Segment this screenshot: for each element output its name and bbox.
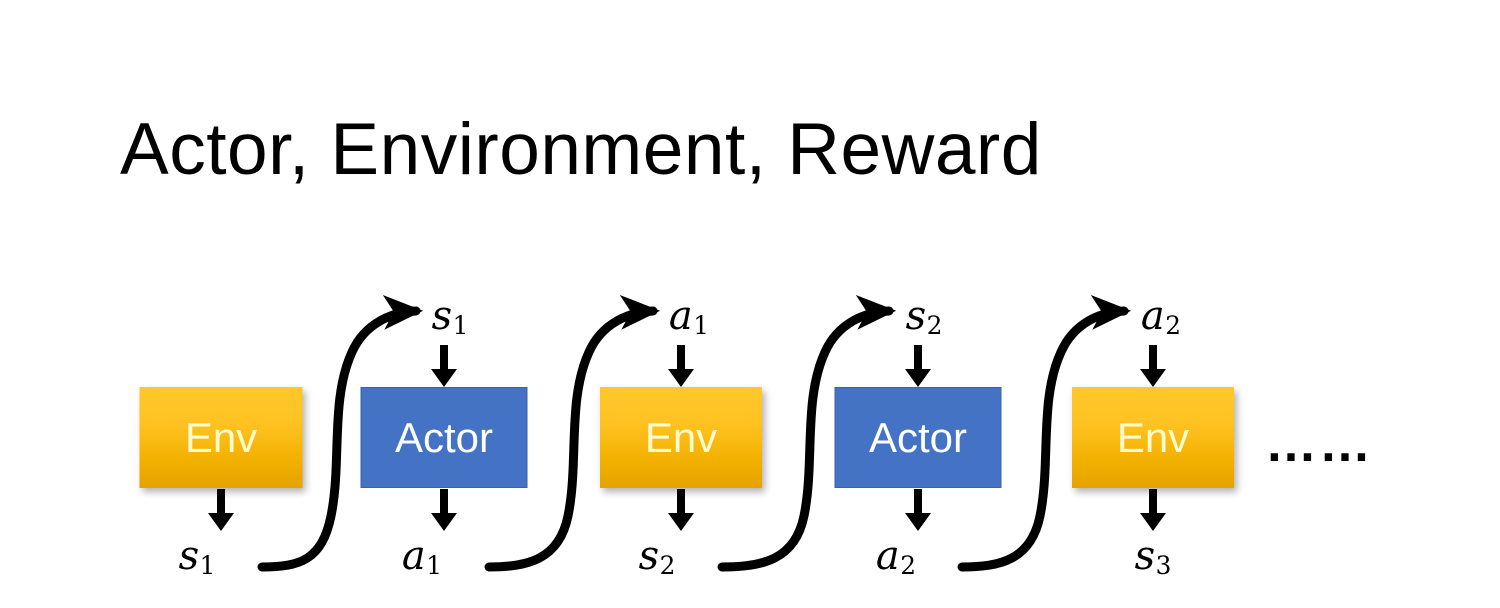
arrow-shaft xyxy=(440,489,448,515)
label-base: s xyxy=(1134,533,1156,579)
label-base: s xyxy=(431,293,453,339)
label-sub: 3 xyxy=(1155,551,1172,581)
label-sub: 2 xyxy=(926,311,943,341)
arrow-head xyxy=(1140,513,1166,531)
down-arrow-actor-1-to-a1 xyxy=(431,489,457,533)
arrow-shaft xyxy=(677,489,685,515)
page-title: Actor, Environment, Reward xyxy=(120,109,1042,190)
label-base: a xyxy=(401,533,426,579)
env-box-2[interactable]: Env xyxy=(600,387,762,488)
arrow-shaft xyxy=(440,345,448,371)
down-arrow-s1-to-actor-1 xyxy=(431,345,457,387)
arrow-shaft xyxy=(914,489,922,515)
actor-box-1-label: Actor xyxy=(394,413,494,461)
label-sub: 2 xyxy=(659,551,676,581)
arrow-head xyxy=(208,513,234,531)
arrow-head xyxy=(1140,369,1166,387)
label-sub: 1 xyxy=(426,551,443,581)
arrow-shaft xyxy=(677,345,685,371)
down-arrow-env-2-to-s2 xyxy=(668,489,694,533)
label-a1-bottom: a1 xyxy=(402,536,442,579)
arrow-head xyxy=(668,513,694,531)
label-base: a xyxy=(668,293,693,339)
label-sub: 1 xyxy=(693,311,710,341)
label-s3-bottom: s3 xyxy=(1135,536,1172,579)
arrow-head xyxy=(905,369,931,387)
label-a2-top: a2 xyxy=(1141,296,1181,339)
label-sub: 2 xyxy=(900,551,917,581)
label-s1-top: s1 xyxy=(432,296,469,339)
actor-box-1[interactable]: Actor xyxy=(360,387,528,488)
arrow-shaft xyxy=(914,345,922,371)
label-sub: 1 xyxy=(199,551,216,581)
actor-box-2[interactable]: Actor xyxy=(834,387,1002,488)
label-base: s xyxy=(178,533,200,579)
arrow-head xyxy=(431,369,457,387)
label-a2-bottom: a2 xyxy=(876,536,916,579)
arrow-shaft xyxy=(1149,489,1157,515)
label-s2-top: s2 xyxy=(906,296,943,339)
env-box-1-label: Env xyxy=(184,413,258,461)
actor-box-2-label: Actor xyxy=(868,413,968,461)
env-box-1[interactable]: Env xyxy=(139,387,303,488)
down-arrow-env-3-to-s3 xyxy=(1140,489,1166,533)
down-arrow-actor-2-to-a2 xyxy=(905,489,931,533)
label-sub: 1 xyxy=(452,311,469,341)
label-s2-bottom: s2 xyxy=(639,536,676,579)
continuation-ellipsis: …… xyxy=(1265,415,1373,473)
label-a1-top: a1 xyxy=(669,296,709,339)
arrow-shaft xyxy=(1149,345,1157,371)
arrow-shaft xyxy=(217,489,225,515)
label-base: s xyxy=(638,533,660,579)
label-s1-bottom: s1 xyxy=(179,536,216,579)
arrow-head xyxy=(905,513,931,531)
arrow-head xyxy=(431,513,457,531)
down-arrow-env-1-to-s1 xyxy=(208,489,234,533)
label-base: a xyxy=(1140,293,1165,339)
env-box-2-label: Env xyxy=(644,413,718,461)
down-arrow-s2-to-actor-2 xyxy=(905,345,931,387)
label-sub: 2 xyxy=(1165,311,1182,341)
label-base: s xyxy=(905,293,927,339)
down-arrow-a1-to-env-2 xyxy=(668,345,694,387)
label-base: a xyxy=(875,533,900,579)
down-arrow-a2-to-env-3 xyxy=(1140,345,1166,387)
arrow-head xyxy=(668,369,694,387)
env-box-3-label: Env xyxy=(1116,413,1190,461)
env-box-3[interactable]: Env xyxy=(1072,387,1234,488)
